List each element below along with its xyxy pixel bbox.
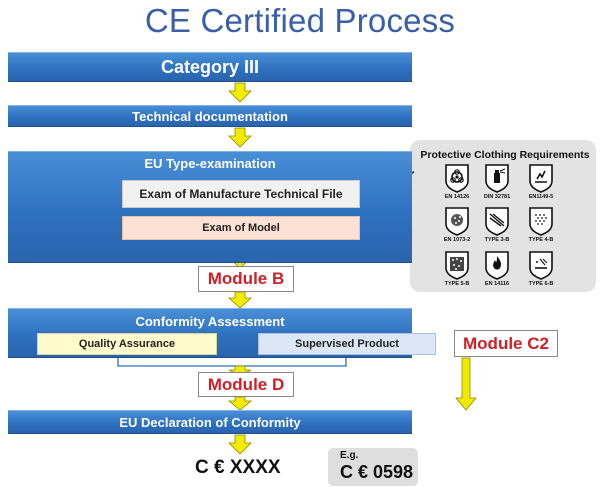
supervised-product-box: Supervised Product — [258, 333, 436, 355]
requirement-label: TYPE 6-B — [528, 281, 554, 287]
example-label: E.g. — [340, 450, 359, 461]
biohazard-icon — [444, 163, 470, 193]
conformity-bracket — [117, 358, 347, 367]
requirement-label: EN 14116 — [484, 281, 510, 287]
particles-icon — [444, 250, 470, 280]
technical-documentation-bar: Technical documentation — [8, 105, 412, 127]
flame-icon — [484, 250, 510, 280]
conformity-assessment-header: Conformity Assessment — [135, 314, 285, 329]
exam-technical-file-box: Exam of Manufacture Technical File — [122, 180, 360, 208]
module-b-label: Module B — [198, 266, 294, 292]
arrow-down-icon — [228, 434, 252, 455]
eu-type-examination-header: EU Type-examination — [144, 156, 276, 171]
category-bar: Category III — [8, 52, 412, 82]
page-title: CE Certified Process — [144, 2, 456, 39]
requirement-label: DIN 32781 — [483, 194, 511, 200]
requirements-title: Protective Clothing Requirements — [420, 149, 590, 161]
requirement-label: TYPE 3-B — [484, 237, 510, 243]
arrow-down-icon — [228, 127, 252, 148]
radioactive-particles-icon — [444, 206, 470, 236]
quality-assurance-box: Quality Assurance — [37, 333, 217, 355]
spray-icon — [528, 206, 554, 236]
example-ce-number: C € 0598 — [340, 462, 414, 482]
requirement-label: EN 1073-2 — [443, 237, 471, 243]
ce-mark: C € XXXX — [195, 457, 281, 478]
arrow-down-icon — [227, 396, 253, 411]
requirement-label: TYPE 4-B — [528, 237, 554, 243]
arrow-down-icon — [227, 291, 253, 309]
module-d-label: Module D — [198, 372, 294, 397]
spray-bottle-icon — [484, 163, 510, 193]
exam-model-box: Exam of Model — [122, 216, 360, 240]
liquid-jet-icon — [484, 206, 510, 236]
arrow-down-icon — [228, 82, 252, 103]
light-splash-icon — [528, 250, 554, 280]
requirement-label: EN1149-5 — [528, 194, 554, 200]
antistatic-icon — [528, 163, 554, 193]
requirement-label: EN 14126 — [444, 194, 470, 200]
example-box — [328, 448, 418, 486]
requirement-label: TYPE 5-B — [444, 281, 470, 287]
arrow-down-icon — [455, 357, 477, 411]
module-c2-label: Module C2 — [454, 330, 558, 357]
eu-declaration-bar: EU Declaration of Conformity — [8, 410, 412, 434]
